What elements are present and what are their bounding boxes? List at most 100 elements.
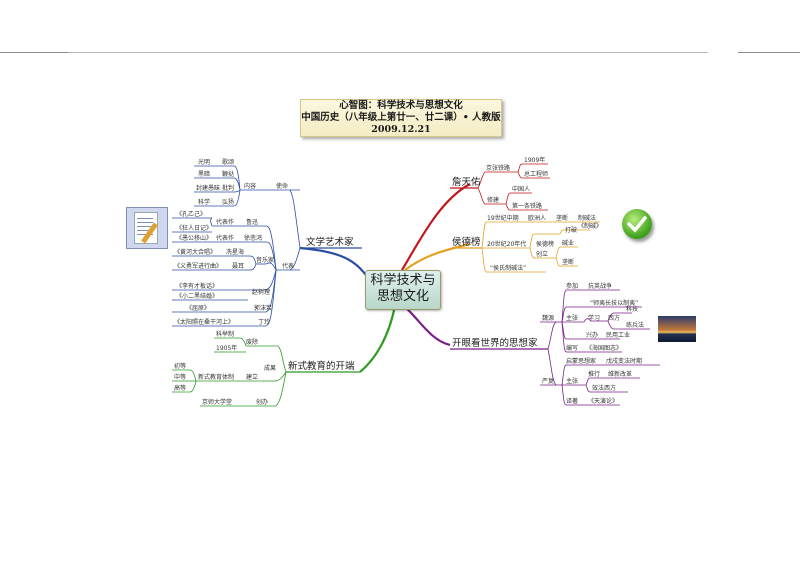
- label-zhijian2: 《制碱》: [578, 223, 603, 230]
- label-yapian: 抗英战争: [588, 283, 613, 290]
- label-shiming: 使命: [276, 183, 289, 190]
- center-line-1: 科学技术与: [370, 273, 436, 288]
- label-kuangren: 《狂人日记》: [176, 225, 213, 232]
- branch-title-kaiyan: 开眼看世界的思想家: [452, 338, 538, 349]
- label-xuexi: 学习: [588, 315, 601, 322]
- label-yinyuejia: 音乐家: [256, 257, 275, 264]
- label-guomoruo: 郭沫若: [254, 305, 273, 312]
- label-kexue: 科学: [198, 199, 211, 206]
- label-jianye: 碱业: [562, 240, 575, 247]
- label-chuangli: 创立: [536, 251, 549, 258]
- label-yugong: 《愚公移山》: [176, 235, 213, 242]
- label-yiyongjun: 《义勇军进行曲》: [174, 263, 223, 270]
- label-engineer: 总工程师: [524, 171, 549, 178]
- label-chengli: 成果: [264, 365, 277, 372]
- label-jingshi: 京师大学堂: [202, 399, 233, 406]
- label-tuixing: 推行: [588, 371, 601, 378]
- top-rule-middle: [68, 52, 708, 53]
- label-xinshi-tizhi: 新式教育体制: [198, 374, 235, 381]
- label-huhuan: 弘扬: [222, 199, 235, 206]
- branch-hou-connector: [404, 242, 471, 271]
- label-zhongdeng: 中等: [174, 374, 187, 381]
- branch-title-hou: 侯德榜: [452, 237, 481, 248]
- title-line-2: 中国历史（八年级上第廿一、廿二课）• 人教版: [301, 112, 501, 123]
- label-canjia: 参加: [566, 283, 579, 290]
- branch-title-wenxue: 文学艺术家: [306, 237, 354, 248]
- label-huanghe: 《黄河大合唱》: [174, 249, 217, 256]
- label-kongyiji: 《孔乙己》: [176, 211, 207, 218]
- center-line-2: 思想文化: [376, 289, 429, 304]
- label-bianxie: 编写: [566, 345, 579, 352]
- label-jingzhang: 京张铁路: [486, 165, 511, 172]
- label-qiyuan: 《屈原》: [186, 305, 211, 312]
- label-xiujian: 修建: [487, 197, 500, 204]
- label-fengjian: 封建愚昧: [196, 185, 221, 192]
- label-luxun: 鲁迅: [246, 219, 259, 226]
- label-xianxinghai: 冼星海: [226, 249, 245, 256]
- title-line-1: 心智图：科学技术与思想文化: [339, 100, 463, 111]
- label-1909: 1909年: [524, 157, 546, 164]
- label-yanfu: 严复: [542, 378, 555, 385]
- label-daibiao: 代表: [282, 263, 295, 270]
- label-neirong: 内容: [244, 183, 257, 190]
- label-longduan: 垄断: [556, 215, 569, 222]
- label-zhaoshuli: 赵树理: [252, 289, 271, 296]
- label-taiyang: 《太阳照在桑干河上》: [174, 319, 235, 326]
- label-tupo: 打破: [565, 227, 578, 234]
- label-qimeng: 启蒙思想家: [566, 358, 597, 365]
- label-zhongguoren: 中国人: [512, 186, 531, 193]
- label-1905: 1905年: [216, 345, 238, 352]
- label-xubeihong: 徐悲鸿: [244, 235, 263, 242]
- label-yizhe: 译著: [566, 398, 579, 405]
- label-ouzhouren: 欧洲人: [528, 215, 547, 222]
- label-lijiacun: 《李有才板话》: [176, 283, 219, 290]
- label-pipan: 批判: [222, 185, 235, 192]
- map-title-box: 心智图：科学技术与思想文化 中国历史（八年级上第廿一、廿二课）• 人教版 200…: [300, 99, 502, 137]
- label-xingban: 兴办: [586, 332, 599, 339]
- label-daibiaozuo: 代表作: [216, 219, 235, 226]
- label-keju: 科举制: [216, 331, 235, 338]
- top-rule-left: [0, 52, 68, 53]
- label-minyong: 民用工业: [606, 332, 631, 339]
- sunset-photo-icon: [658, 316, 696, 342]
- label-zhijianfa: 制碱法: [578, 215, 597, 222]
- top-rule-right: [738, 52, 800, 53]
- label-nie: 聂耳: [232, 263, 245, 270]
- label-c19: 19世纪中期: [487, 215, 519, 222]
- title-line-3: 2009.12.21: [371, 124, 431, 135]
- label-xiaofa: 效法西方: [592, 385, 617, 392]
- branch-title-zhan: 詹天佑: [452, 177, 481, 188]
- label-xiaoerhei: 《小二黑结婚》: [176, 293, 219, 300]
- document-pen-icon: [126, 207, 168, 249]
- label-daibiaozuo2: 代表作: [216, 235, 235, 242]
- label-diyitiao: 第一条铁路: [512, 203, 543, 210]
- branch-kaiyan-connector: [403, 305, 451, 347]
- label-y2030: 20世纪20年代: [487, 241, 527, 248]
- checkmark-icon: [622, 209, 652, 239]
- label-feichu: 废除: [246, 339, 259, 346]
- label-bianta: 鞭挞: [222, 171, 235, 178]
- center-topic: 科学技术与 思想文化: [365, 270, 441, 310]
- label-longduan2: 垄断: [562, 259, 575, 266]
- label-gaodeng: 高等: [174, 385, 187, 392]
- label-zhuzhang2: 主张: [566, 378, 579, 385]
- label-dingling: 丁玲: [258, 319, 271, 326]
- label-wuxu: 戊戌变法时期: [606, 358, 643, 365]
- label-shiyi: “师夷长技以制夷”: [590, 300, 639, 307]
- branch-title-xinshi: 新式教育的开端: [288, 361, 355, 372]
- label-hou-name: 侯德榜: [536, 241, 555, 248]
- label-heian: 黑暗: [198, 171, 211, 178]
- label-houshi: “侯氏制碱法”: [490, 265, 527, 272]
- label-zhuzhang: 主张: [566, 315, 579, 322]
- label-tianyan: 《天演论》: [588, 398, 619, 405]
- label-xifang: 西方: [608, 315, 621, 322]
- label-jianli: 建立: [246, 374, 259, 381]
- branch-wenxue-connector: [299, 246, 367, 276]
- label-guangming: 光明: [198, 159, 211, 166]
- label-chuangban: 创办: [256, 399, 269, 406]
- label-haiguo: 《海国图志》: [586, 345, 623, 352]
- branch-zhan-connector: [401, 183, 471, 271]
- label-weixin: 维新改革: [608, 371, 633, 378]
- branch-xinshi-connector: [359, 305, 397, 373]
